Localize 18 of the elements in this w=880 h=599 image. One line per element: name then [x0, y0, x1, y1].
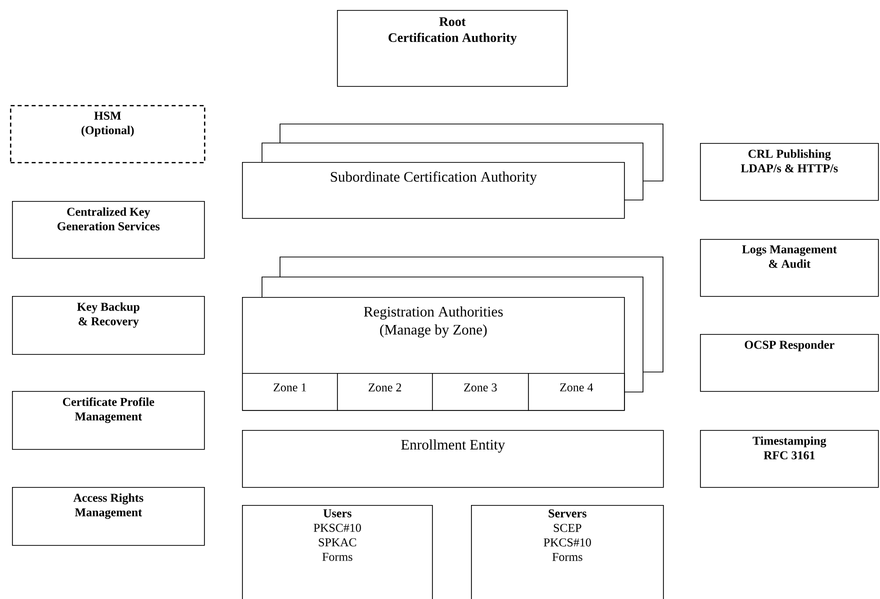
service-box: Certificate Profile Management — [12, 390, 205, 450]
service-box: Timestamping RFC 3161 — [700, 430, 879, 488]
service-box: CRL Publishing LDAP/s & HTTP/s — [700, 142, 879, 201]
zone-cell: Zone 1 — [242, 372, 338, 411]
service-box: Logs Management & Audit — [700, 238, 879, 297]
entity-box: Enrollment Entity — [242, 430, 664, 488]
service-box: Key Backup & Recovery — [12, 296, 205, 355]
service-box: Access Rights Management — [12, 486, 205, 546]
zone-cell: Zone 2 — [337, 372, 433, 411]
authority-box: Root Certification Authority — [337, 10, 568, 87]
zone-cell: Zone 4 — [528, 372, 625, 411]
zone-cell: Zone 3 — [432, 372, 529, 411]
module-box: HSM (Optional) — [10, 105, 206, 164]
service-box: OCSP Responder — [700, 334, 879, 392]
authority-box: Subordinate Certification Authority — [242, 162, 625, 219]
service-box: Centralized Key Generation Services — [12, 200, 205, 259]
client-box: Users PKSC#10 SPKAC Forms — [242, 504, 433, 599]
client-box: Servers SCEP PKCS#10 Forms — [471, 504, 664, 599]
